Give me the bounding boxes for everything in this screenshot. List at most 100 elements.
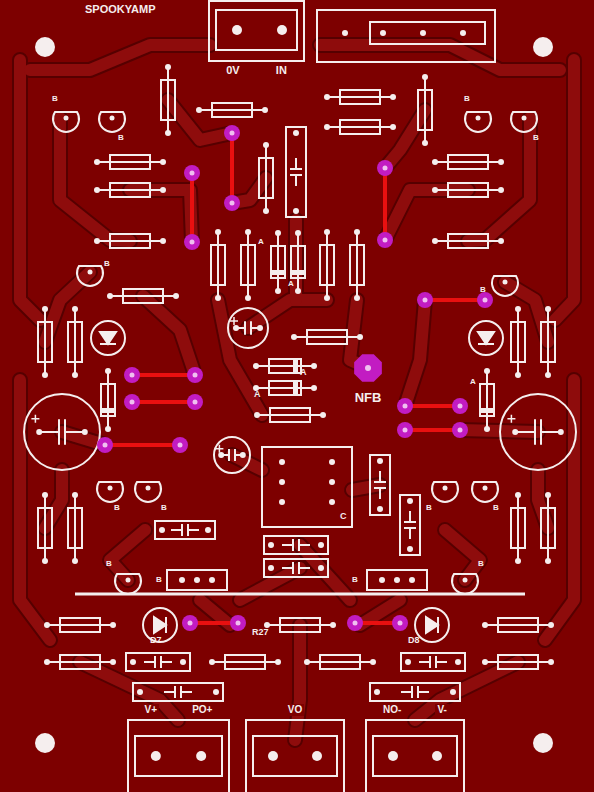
via-pad	[397, 422, 413, 438]
jumper-wire	[425, 298, 485, 302]
solder-pad	[548, 622, 554, 628]
solder-pad	[324, 229, 330, 235]
via-pad	[347, 615, 363, 631]
via-hole	[483, 298, 488, 303]
silkscreen-label: A	[300, 368, 307, 377]
pin-header	[167, 570, 227, 590]
terminal-block: V+PO+	[127, 704, 230, 792]
label-anchor: B	[156, 576, 162, 584]
trace-edge	[168, 100, 232, 140]
silkscreen-label: B	[118, 134, 124, 142]
capacitor-symbol	[282, 539, 310, 551]
solder-pad	[329, 459, 335, 465]
solder-pad	[205, 527, 211, 533]
solder-pad	[165, 130, 171, 136]
silkscreen-label: B	[478, 560, 484, 568]
label-anchor: D7	[150, 636, 162, 645]
resistor-lead	[326, 233, 328, 297]
label-anchor: B	[104, 260, 110, 268]
resistor-symbol	[211, 245, 225, 285]
solder-pad	[422, 140, 428, 146]
silkscreen-label: B	[52, 95, 58, 103]
solder-pad	[455, 659, 461, 665]
solder-pad	[44, 659, 50, 665]
solder-pad	[354, 229, 360, 235]
resistor-lead	[48, 661, 112, 663]
solder-pad	[209, 577, 215, 583]
resistor-symbol	[418, 90, 432, 130]
led-outline	[91, 321, 125, 355]
solder-pad	[476, 116, 481, 121]
copper-trace	[320, 45, 560, 70]
copper-trace	[110, 530, 145, 580]
copper-trace	[445, 530, 480, 580]
capacitor-symbol	[164, 686, 192, 698]
resistor-symbol	[68, 322, 82, 362]
silkscreen-label: B	[533, 134, 539, 142]
terminal-block: NO-V-	[365, 704, 465, 792]
solder-pad	[262, 107, 268, 113]
solder-pad	[324, 124, 330, 130]
solder-pad	[257, 325, 263, 331]
via-pad	[377, 232, 393, 248]
mounting-hole	[533, 37, 553, 57]
resistor-symbol	[241, 245, 255, 285]
solder-pad	[545, 306, 551, 312]
via-pad	[417, 292, 433, 308]
solder-pad	[94, 159, 100, 165]
resistor-lead	[436, 240, 500, 242]
resistor-symbol	[448, 183, 488, 197]
label-anchor: A	[254, 390, 261, 399]
resistor-symbol	[511, 508, 525, 548]
connector-key	[370, 22, 485, 44]
resistor-lead	[268, 624, 332, 626]
solder-pad	[44, 622, 50, 628]
solder-pad	[82, 429, 88, 435]
solder-pad	[324, 295, 330, 301]
capacitor-symbol	[401, 686, 429, 698]
resistor-lead	[436, 161, 500, 163]
label-anchor: A	[470, 378, 476, 386]
trace-edge	[248, 300, 327, 328]
via-hole	[230, 201, 235, 206]
solder-pad	[545, 492, 551, 498]
diode-band	[271, 270, 285, 275]
solder-pad	[72, 306, 78, 312]
resistor-lead	[74, 310, 76, 374]
resistor-lead	[517, 496, 519, 560]
solder-pad	[548, 659, 554, 665]
terminal-pin	[312, 751, 322, 761]
label-anchor: B	[161, 504, 167, 512]
terminal-outline	[209, 1, 304, 61]
solder-pad	[94, 187, 100, 193]
silkscreen-label: B	[352, 576, 358, 584]
trace-edge	[445, 530, 480, 580]
resistor-symbol	[280, 618, 320, 632]
solder-pad	[72, 492, 78, 498]
via-pad	[230, 615, 246, 631]
jumper-wire	[105, 443, 180, 447]
solder-pad	[279, 499, 285, 505]
polarity-mark	[230, 317, 238, 325]
silkscreen-label: A	[288, 280, 294, 288]
solder-pad	[515, 372, 521, 378]
solder-pad	[330, 622, 336, 628]
resistor-symbol	[225, 655, 265, 669]
label-anchor: B	[106, 560, 112, 568]
resistor-symbol	[340, 120, 380, 134]
copper-trace	[248, 300, 327, 328]
resistor-lead	[98, 240, 162, 242]
capacitor-outline	[126, 653, 190, 671]
pin-header	[367, 570, 427, 590]
silkscreen-label: B	[114, 504, 120, 512]
diode-band	[291, 270, 305, 275]
resistor-symbol	[448, 234, 488, 248]
solder-pad	[329, 479, 335, 485]
solder-pad	[304, 659, 310, 665]
jumper-wire	[132, 373, 195, 377]
silkscreen-label: B	[156, 576, 162, 584]
resistor-symbol	[60, 618, 100, 632]
via-pad	[392, 615, 408, 631]
solder-pad	[275, 659, 281, 665]
